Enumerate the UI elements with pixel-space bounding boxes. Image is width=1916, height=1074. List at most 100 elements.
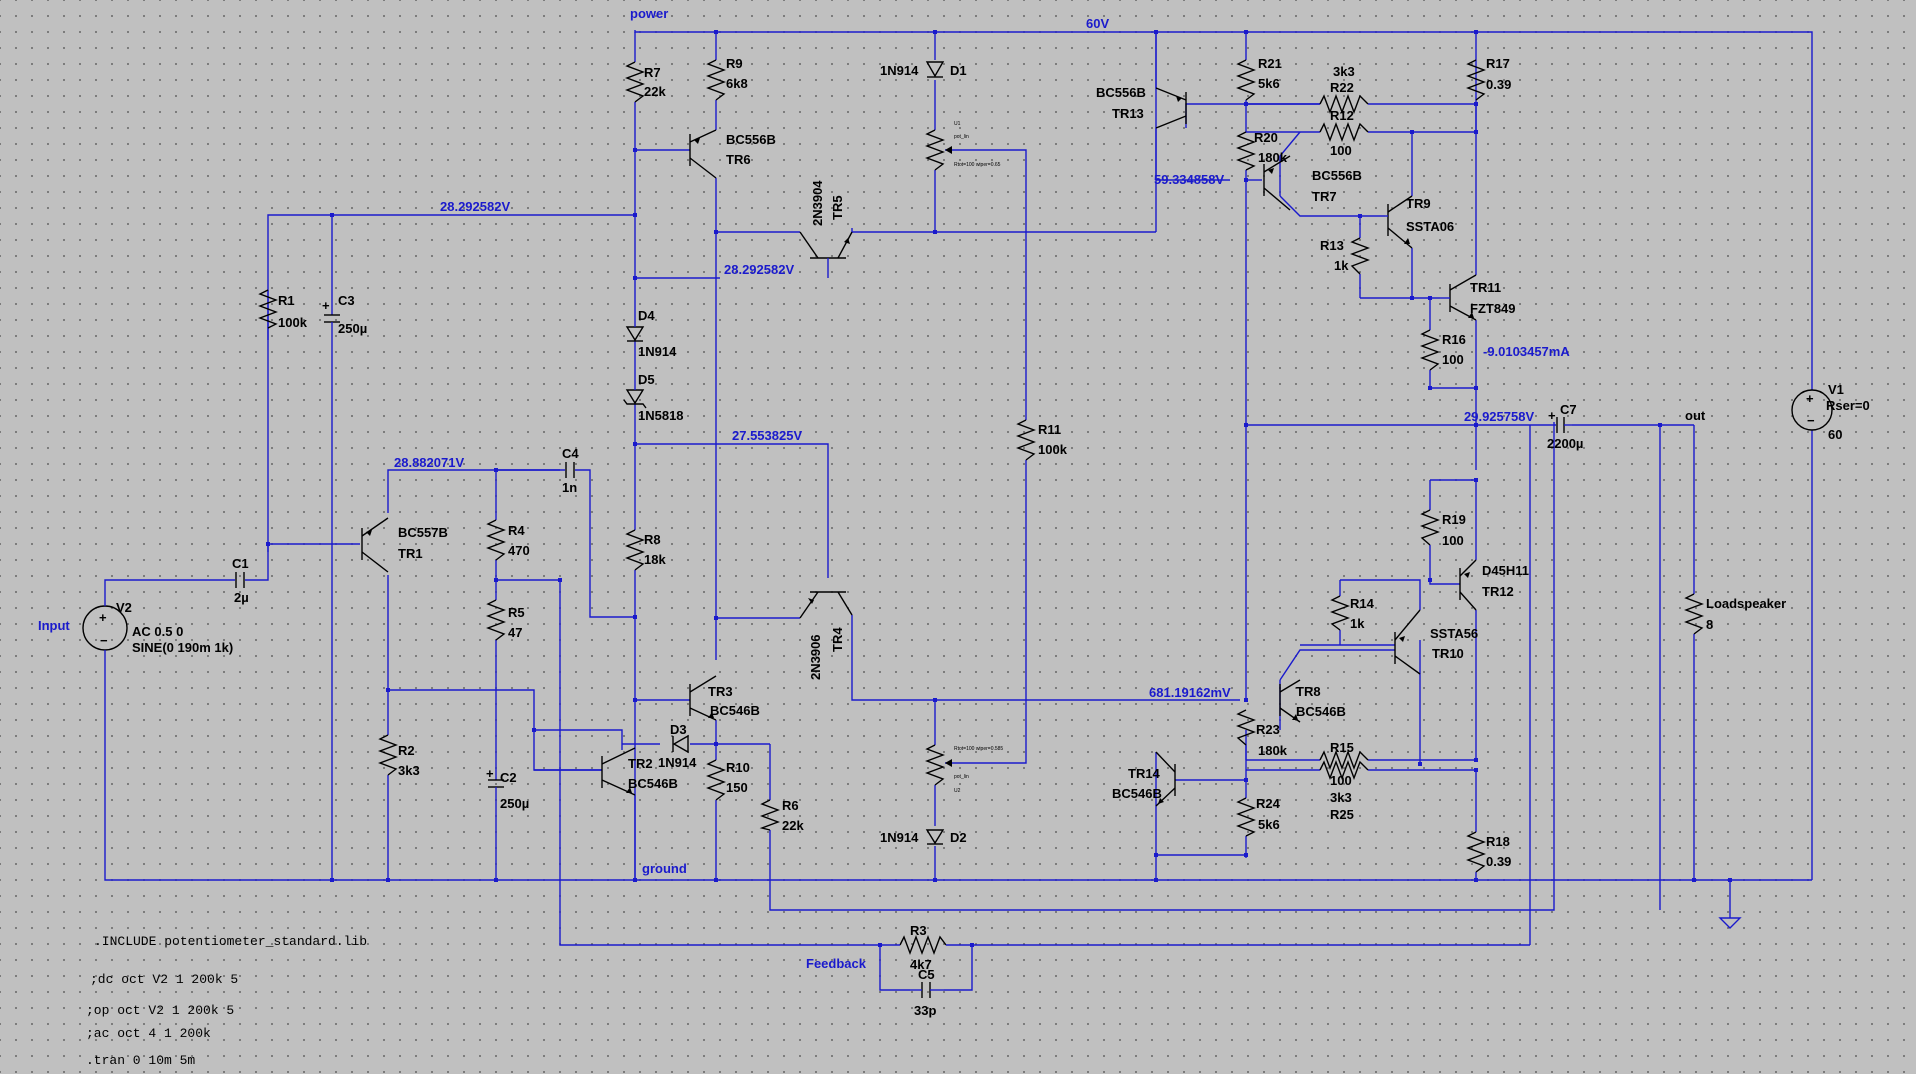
loadspeaker-symbol[interactable] — [1684, 593, 1704, 635]
c5-name[interactable]: C5 — [918, 967, 935, 982]
tr5-name[interactable]: TR5 — [830, 195, 845, 220]
r9-value[interactable]: 6k8 — [726, 76, 748, 91]
r12-name[interactable]: R12 — [1330, 108, 1354, 123]
c2-symbol[interactable]: + — [486, 766, 504, 805]
tr3-name[interactable]: TR3 — [708, 684, 733, 699]
r18-value[interactable]: 0.39 — [1486, 854, 1511, 869]
tr8-model[interactable]: BC546B — [1296, 704, 1346, 719]
c2-value[interactable]: 250µ — [500, 796, 529, 811]
net-60v[interactable]: 60V — [1086, 16, 1109, 31]
directive-tran[interactable]: .tran 0 10m 5m — [86, 1053, 195, 1068]
tr12-symbol[interactable] — [1459, 559, 1477, 611]
r5-value[interactable]: 47 — [508, 625, 522, 640]
r15-name[interactable]: R15 — [1330, 740, 1354, 755]
c7-symbol[interactable]: + — [1548, 408, 1572, 433]
tr1-name[interactable]: TR1 — [398, 546, 423, 561]
d2-model[interactable]: 1N914 — [880, 830, 919, 845]
d1-symbol[interactable] — [925, 61, 945, 78]
r6-value[interactable]: 22k — [782, 818, 804, 833]
r5-symbol[interactable] — [486, 599, 506, 641]
r14-symbol[interactable] — [1330, 595, 1350, 631]
tr14-name[interactable]: TR14 — [1128, 766, 1161, 781]
tr7-name[interactable]: TR7 — [1312, 189, 1337, 204]
r9-symbol[interactable] — [706, 59, 726, 101]
c5-symbol[interactable] — [910, 982, 944, 998]
r13-symbol[interactable] — [1350, 237, 1370, 275]
r19-symbol[interactable] — [1420, 509, 1440, 546]
tr13-symbol[interactable] — [1155, 87, 1187, 129]
tr4-symbol[interactable] — [799, 591, 853, 619]
r24-symbol[interactable] — [1236, 797, 1256, 837]
loadspeaker-name[interactable]: Loadspeaker — [1706, 596, 1786, 611]
tr3-model[interactable]: BC546B — [710, 703, 760, 718]
r2-value[interactable]: 3k3 — [398, 763, 420, 778]
r24-value[interactable]: 5k6 — [1258, 817, 1280, 832]
d1-model[interactable]: 1N914 — [880, 63, 919, 78]
r2-symbol[interactable] — [378, 734, 398, 776]
r19-name[interactable]: R19 — [1442, 512, 1466, 527]
r9-name[interactable]: R9 — [726, 56, 743, 71]
c4-name[interactable]: C4 — [562, 446, 579, 461]
r11-name[interactable]: R11 — [1038, 422, 1061, 437]
c2-name[interactable]: C2 — [500, 770, 517, 785]
r16-value[interactable]: 100 — [1442, 352, 1464, 367]
r14-value[interactable]: 1k — [1350, 616, 1365, 631]
tr1-model[interactable]: BC557B — [398, 525, 448, 540]
r22-value[interactable]: 3k3 — [1333, 64, 1355, 79]
d4-symbol[interactable] — [625, 316, 645, 342]
c1-symbol[interactable] — [235, 572, 245, 588]
r8-symbol[interactable] — [625, 529, 645, 571]
r1-symbol[interactable] — [258, 289, 278, 329]
tr6-name[interactable]: TR6 — [726, 152, 751, 167]
r4-symbol[interactable] — [486, 519, 506, 561]
r3-symbol[interactable] — [899, 935, 947, 955]
d3-name[interactable]: D3 — [670, 722, 687, 737]
d5-model[interactable]: 1N5818 — [638, 408, 684, 423]
r16-name[interactable]: R16 — [1442, 332, 1466, 347]
d2-symbol[interactable] — [925, 829, 945, 845]
tr1-symbol[interactable] — [361, 517, 389, 573]
r10-symbol[interactable] — [706, 759, 726, 801]
tr11-model[interactable]: FZT849 — [1470, 301, 1516, 316]
r4-name[interactable]: R4 — [508, 523, 525, 538]
tr8-symbol[interactable] — [1279, 679, 1301, 723]
directive-ac[interactable]: ;ac oct 4 1 200k — [86, 1026, 211, 1041]
tr13-model[interactable]: BC556B — [1096, 85, 1146, 100]
r7-symbol[interactable] — [625, 61, 645, 103]
r15-value[interactable]: 100 — [1330, 773, 1352, 788]
tr7-symbol[interactable] — [1263, 155, 1291, 211]
tr9-name[interactable]: TR9 — [1406, 196, 1431, 211]
c7-value[interactable]: 2200µ — [1547, 436, 1583, 451]
r25-name[interactable]: R25 — [1330, 807, 1354, 822]
d4-model[interactable]: 1N914 — [638, 344, 677, 359]
r22-symbol[interactable] — [1319, 94, 1369, 114]
tr14-symbol[interactable] — [1155, 751, 1176, 807]
tr8-name[interactable]: TR8 — [1296, 684, 1321, 699]
d5-name[interactable]: D5 — [638, 372, 655, 387]
r14-name[interactable]: R14 — [1350, 596, 1375, 611]
u1-model[interactable]: pot_lin — [954, 134, 969, 140]
v2-name[interactable]: V2 — [116, 600, 132, 615]
tr6-model[interactable]: BC556B — [726, 132, 776, 147]
r8-value[interactable]: 18k — [644, 552, 666, 567]
tr12-name[interactable]: TR12 — [1482, 584, 1514, 599]
c4-symbol[interactable] — [565, 462, 575, 478]
u1-pot-symbol[interactable] — [925, 129, 952, 171]
r3-name[interactable]: R3 — [910, 923, 927, 938]
tr12-model[interactable]: D45H11 — [1482, 563, 1529, 578]
c4-value[interactable]: 1n — [562, 480, 577, 495]
tr10-name[interactable]: TR10 — [1432, 646, 1464, 661]
tr5-model[interactable]: 2N3904 — [810, 180, 825, 226]
r1-value[interactable]: 100k — [278, 315, 308, 330]
net-power[interactable]: power — [630, 6, 668, 21]
u1-params[interactable]: Rtot=100 wiper=0.65 — [954, 162, 1001, 168]
r25-value[interactable]: 3k3 — [1330, 790, 1352, 805]
v1-value[interactable]: 60 — [1828, 427, 1842, 442]
r16-symbol[interactable] — [1420, 329, 1440, 371]
tr3-symbol[interactable] — [689, 675, 717, 721]
r20-value[interactable]: 180k — [1258, 150, 1288, 165]
r6-name[interactable]: R6 — [782, 798, 799, 813]
r23-value[interactable]: 180k — [1258, 743, 1288, 758]
directive-include[interactable]: .INCLUDE potentiometer_standard.lib — [94, 934, 367, 949]
r7-name[interactable]: R7 — [644, 65, 661, 80]
